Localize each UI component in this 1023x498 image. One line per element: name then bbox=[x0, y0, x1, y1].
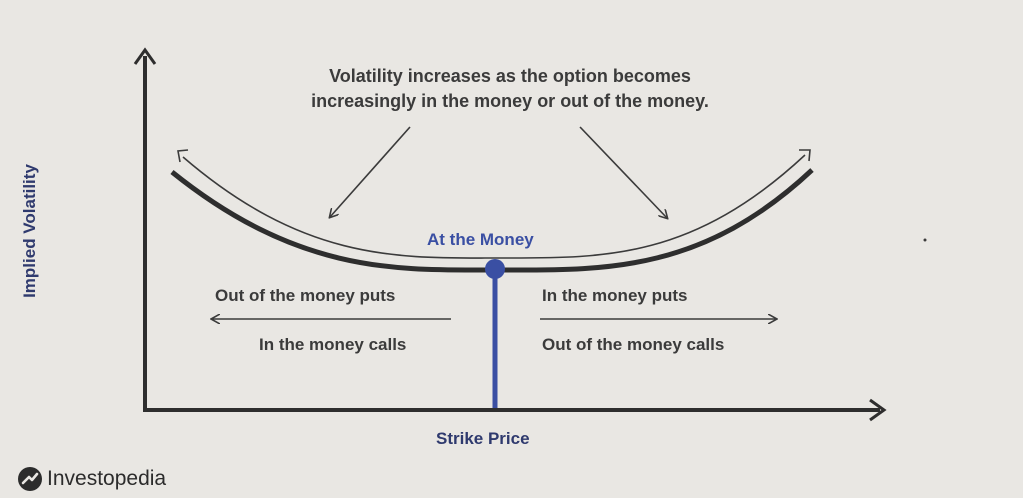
brand-logo: Investopedia bbox=[17, 466, 166, 492]
out-of-the-money-puts-label: Out of the money puts bbox=[215, 286, 396, 305]
at-the-money-label: At the Money bbox=[427, 230, 534, 249]
x-axis-arrowhead bbox=[869, 398, 887, 422]
title-left-pointer bbox=[330, 126, 411, 217]
in-the-money-puts-label: In the money puts bbox=[542, 286, 688, 305]
outline-right-arrowhead bbox=[799, 149, 811, 162]
y-axis-arrowhead bbox=[133, 47, 157, 65]
y-axis-label: Implied Volatility bbox=[20, 164, 39, 298]
diagram-annotation: Volatility increases as the option becom… bbox=[240, 64, 780, 114]
brand-name: Investopedia bbox=[47, 467, 167, 490]
stray-dot bbox=[923, 238, 927, 242]
annotation-line-1: Volatility increases as the option becom… bbox=[329, 66, 691, 86]
outline-left-arrowhead bbox=[177, 149, 189, 163]
investopedia-logo-icon bbox=[18, 467, 42, 491]
annotation-line-2: increasingly in the money or out of the … bbox=[311, 91, 709, 111]
x-axis-label: Strike Price bbox=[436, 429, 530, 448]
title-right-pointer bbox=[579, 126, 667, 218]
smile-outline-curve bbox=[182, 154, 806, 259]
in-the-money-calls-label: In the money calls bbox=[259, 335, 407, 354]
at-the-money-dot bbox=[485, 259, 505, 279]
out-of-the-money-calls-label: Out of the money calls bbox=[542, 335, 725, 354]
